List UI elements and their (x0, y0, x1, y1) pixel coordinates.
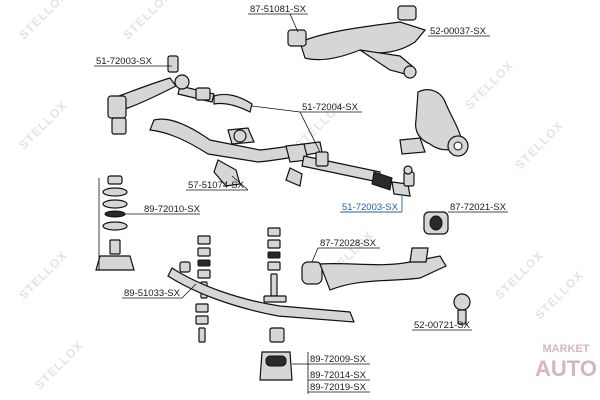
leader-line (251, 105, 301, 113)
leader-line (231, 175, 249, 191)
lower-control-arm (301, 247, 471, 325)
leader-line (299, 111, 321, 153)
shock-stack (95, 175, 135, 271)
steering-knuckle (399, 89, 469, 157)
tie-rod-upper (174, 74, 253, 113)
watermark-text: STELLOX (16, 248, 70, 302)
part-label-52-00721: 52-00721-SX (414, 320, 471, 331)
tie-rod-end-highlighted (391, 165, 415, 197)
watermark-text: STELLOX (16, 0, 70, 42)
watermark-text: STELLOX (532, 268, 586, 322)
part-label-51-72003-highlighted[interactable]: 51-72003-SX (342, 202, 399, 213)
watermark-text: STELLOX (16, 98, 70, 152)
tie-rod-long (301, 151, 393, 191)
market-auto-badge: MARKET AUTO (535, 343, 597, 381)
link-kit-center (263, 227, 287, 303)
watermark-text: STELLOX (492, 248, 546, 302)
watermark-text: STELLOX (512, 118, 566, 172)
part-label-89-72014: 89-72014-SX (310, 370, 367, 381)
badge-line-2: AUTO (535, 356, 597, 381)
upper-control-arm (287, 5, 427, 79)
stabilizer-link-stack (197, 235, 211, 299)
stabilizer-bushing-bottom (259, 327, 293, 381)
part-label-87-72021: 87-72021-SX (450, 202, 507, 213)
part-label-89-72010: 89-72010-SX (144, 204, 201, 215)
leader-line (181, 283, 197, 299)
part-labels: 87-51081-SX 52-00037-SX 51-72003-SX 51-7… (96, 4, 507, 393)
part-label-87-72028: 87-72028-SX (320, 238, 377, 249)
watermark-text: STELLOX (32, 338, 86, 392)
badge-line-1: MARKET (542, 343, 589, 355)
watermark-text: STELLOX (462, 58, 516, 112)
leader-line (289, 13, 299, 33)
leader-line (311, 247, 319, 263)
watermark-text: STELLOX (120, 0, 174, 42)
part-label-89-51033: 89-51033-SX (124, 288, 181, 299)
part-label-57-51074: 57-51074-SX (188, 180, 245, 191)
idler-arm (107, 55, 179, 135)
center-link (149, 118, 323, 187)
part-label-89-72009: 89-72009-SX (310, 354, 367, 365)
part-label-87-51081: 87-51081-SX (250, 4, 307, 15)
part-label-52-00037: 52-00037-SX (430, 26, 487, 37)
part-label-51-72004: 51-72004-SX (302, 102, 359, 113)
leader-lines (94, 13, 508, 394)
stabilizer-bar (167, 261, 355, 343)
strut-bushing-right (423, 211, 449, 235)
part-label-89-72019: 89-72019-SX (310, 382, 367, 393)
part-label-51-72003-upper: 51-72003-SX (96, 56, 153, 67)
